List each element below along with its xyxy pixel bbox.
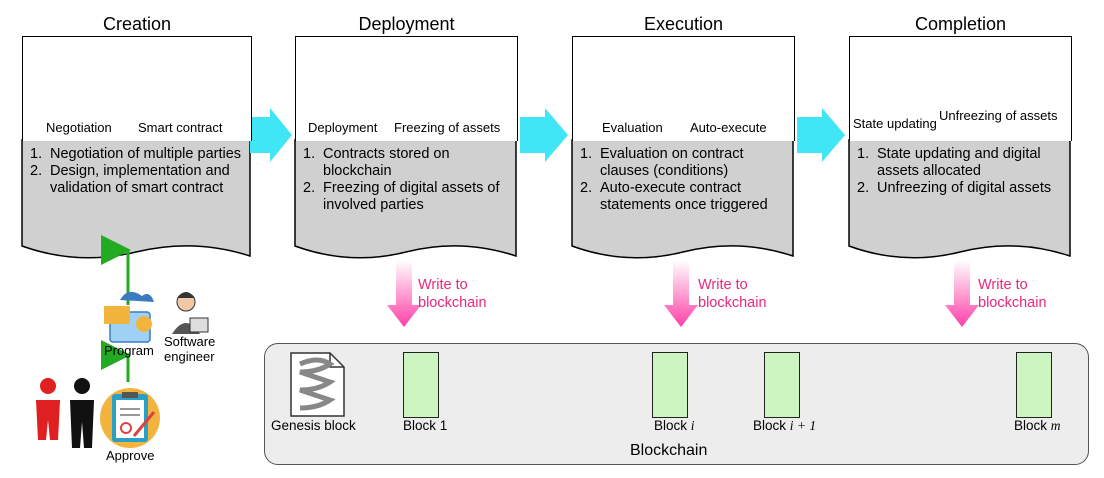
execution-title: Execution bbox=[643, 14, 724, 34]
deployment-label: Deployment bbox=[308, 120, 378, 135]
smart-contract-label: Smart contract bbox=[138, 120, 223, 135]
unfreezing-assets-label: Unfreezing of assets bbox=[939, 108, 1058, 123]
stage-arrow-2 bbox=[520, 108, 568, 162]
write-arrows bbox=[387, 260, 979, 327]
approve-icon bbox=[100, 388, 160, 448]
block-m bbox=[1016, 352, 1052, 418]
stage-docs bbox=[21, 139, 1071, 259]
stage-arrows bbox=[250, 108, 845, 162]
approve-label: Approve bbox=[106, 448, 155, 463]
genesis-block-label: Genesis block bbox=[271, 418, 356, 433]
block-1 bbox=[403, 352, 439, 418]
evaluation-label: Evaluation bbox=[602, 120, 663, 135]
write-arrow-2 bbox=[664, 260, 698, 327]
creation-doc bbox=[21, 139, 251, 259]
completion-title: Completion bbox=[914, 14, 1007, 34]
genesis-block-icon bbox=[290, 352, 345, 417]
write-label-3: Write to blockchain bbox=[978, 277, 1047, 311]
write-arrow-1 bbox=[387, 260, 421, 327]
negotiation-label: Negotiation bbox=[46, 120, 112, 135]
completion-icon-box bbox=[849, 36, 1072, 141]
step-item: 2.Unfreezing of digital assets bbox=[857, 180, 1052, 196]
block-i-label: Block i bbox=[654, 418, 695, 433]
deployment-icon-box bbox=[295, 36, 518, 141]
step-item: 2.Design, implementation and validation … bbox=[30, 163, 230, 196]
block-1-label: Block 1 bbox=[403, 418, 448, 433]
creation-steps: 1.Negotiation of multiple parties 2.Desi… bbox=[30, 146, 244, 197]
software-engineer-label: Software engineer bbox=[164, 334, 216, 364]
stage-arrow-3 bbox=[797, 108, 845, 162]
step-item: 2.Auto-execute contract statements once … bbox=[580, 180, 768, 213]
auto-execute-label: Auto-execute bbox=[690, 120, 767, 135]
state-updating-label: State updating bbox=[853, 116, 937, 131]
people-icon bbox=[36, 378, 94, 448]
write-label-1: Write to blockchain bbox=[418, 277, 487, 311]
block-i-plus-1 bbox=[764, 352, 800, 418]
completion-steps: 1.State updating and digital assets allo… bbox=[857, 146, 1065, 197]
execution-icon-box bbox=[572, 36, 795, 141]
step-item: 2.Freezing of digital assets of involved… bbox=[303, 180, 500, 213]
step-item: 1.Negotiation of multiple parties bbox=[30, 146, 242, 162]
block-m-label: Block m bbox=[1014, 418, 1061, 433]
step-item: 1.State updating and digital assets allo… bbox=[857, 146, 1041, 179]
completion-doc bbox=[848, 139, 1071, 259]
step-item: 1.Contracts stored on blockchain bbox=[303, 146, 450, 179]
software-engineer-icon bbox=[172, 292, 209, 334]
step-item: 1.Evaluation on contract clauses (condit… bbox=[580, 146, 744, 179]
freezing-assets-label: Freezing of assets bbox=[394, 120, 501, 135]
creation-title: Creation bbox=[102, 14, 172, 34]
write-label-2: Write to blockchain bbox=[698, 277, 767, 311]
execution-doc bbox=[571, 139, 794, 259]
program-label: Program bbox=[104, 343, 154, 358]
program-icon bbox=[104, 291, 154, 343]
blockchain-title: Blockchain bbox=[630, 442, 708, 459]
stage-arrow-1 bbox=[250, 108, 292, 162]
block-i-plus-1-label: Block i + 1 bbox=[753, 418, 817, 433]
block-i bbox=[652, 352, 688, 418]
write-arrow-3 bbox=[945, 260, 979, 327]
creation-icon-box bbox=[22, 36, 252, 141]
deployment-steps: 1.Contracts stored on blockchain 2.Freez… bbox=[303, 146, 511, 214]
deployment-title: Deployment bbox=[358, 14, 455, 34]
deployment-doc bbox=[294, 139, 517, 259]
execution-steps: 1.Evaluation on contract clauses (condit… bbox=[580, 146, 788, 214]
